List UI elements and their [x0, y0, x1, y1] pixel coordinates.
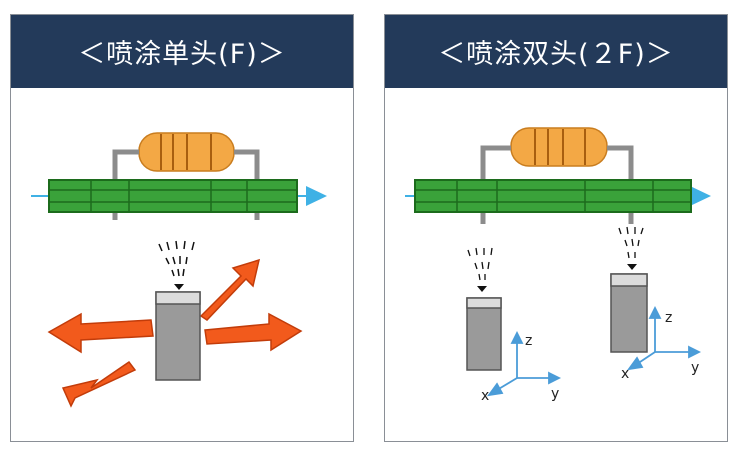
axis-label-z: z — [525, 333, 532, 349]
dual-nozzle-panel: ＜喷涂双头(２F)＞ — [384, 14, 728, 442]
resistor-body — [510, 127, 608, 167]
spray-nozzle-right — [610, 273, 648, 353]
axis-label-x-right: x — [621, 366, 629, 382]
spray-pattern — [158, 240, 195, 277]
axes-right — [627, 305, 702, 371]
single-nozzle-panel: ＜喷涂单头(F)＞ — [10, 14, 354, 442]
single-nozzle-diagram — [31, 132, 327, 408]
axis-label-y-right: y — [691, 360, 699, 376]
pcb-board — [414, 179, 692, 213]
spray-nozzle-left — [466, 297, 502, 371]
spray-pattern-left — [467, 247, 493, 281]
conveyor-arrow-icon — [690, 186, 711, 206]
axis-label-y: y — [551, 386, 559, 402]
spray-tip-icon — [174, 284, 184, 290]
pcb-board — [48, 179, 298, 213]
dual-nozzle-title: ＜喷涂双头(２F)＞ — [385, 15, 727, 88]
arrow-left-icon — [47, 312, 154, 354]
single-nozzle-title: ＜喷涂单头(F)＞ — [11, 15, 353, 88]
arrow-down-left-icon — [61, 360, 137, 408]
arrow-up-right-icon — [199, 258, 261, 321]
axes-left — [487, 330, 562, 397]
dual-nozzle-diagram: z y x z y x — [405, 127, 711, 404]
spray-tip-icon-left — [477, 286, 487, 292]
spray-tip-icon-right — [627, 264, 637, 270]
arrow-right-icon — [204, 312, 303, 352]
axis-label-z-right: z — [665, 310, 672, 326]
movement-arrows — [47, 258, 303, 408]
conveyor-arrow-icon — [306, 186, 327, 206]
axis-label-x: x — [481, 388, 489, 404]
spray-nozzle — [155, 291, 201, 381]
spray-pattern-right — [618, 226, 644, 259]
